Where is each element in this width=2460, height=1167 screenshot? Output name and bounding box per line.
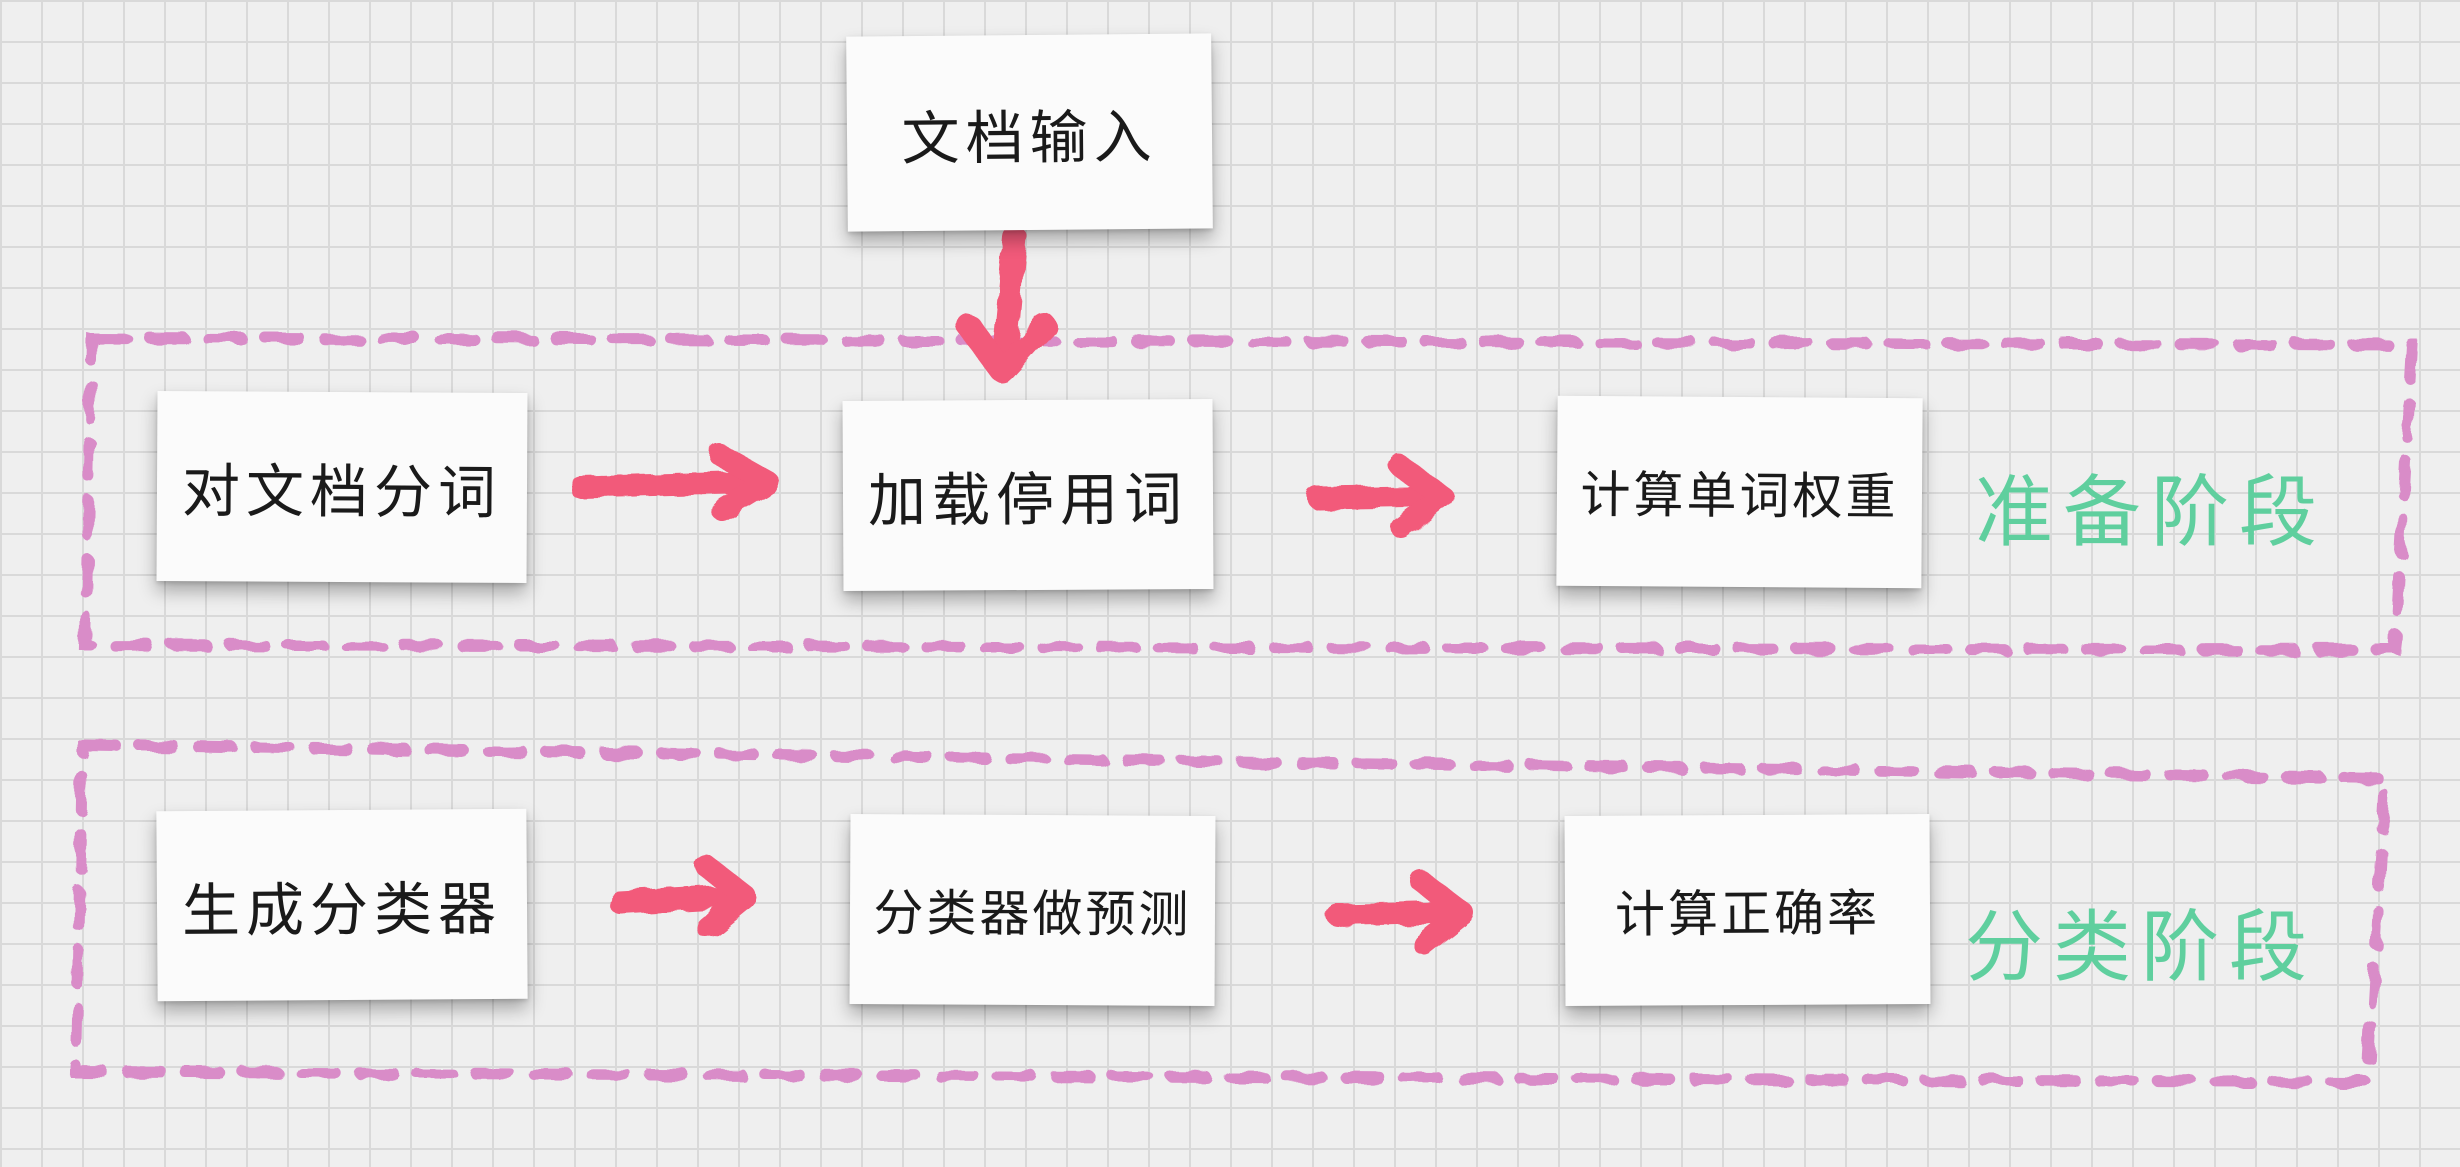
- node-document-input: 文档输入: [846, 33, 1213, 232]
- node-compute-word-weights: 计算单词权重: [1556, 395, 1923, 589]
- arrow-input-to-stopwords: [956, 226, 1057, 384]
- arrow-build-to-predict: [609, 855, 757, 939]
- node-compute-accuracy: 计算正确率: [1564, 814, 1931, 1006]
- node-compute-word-weights-label: 计算单词权重: [1580, 465, 1899, 527]
- arrow-stopwords-to-weights: [1307, 455, 1454, 539]
- node-load-stopwords-label: 加载停用词: [867, 465, 1189, 535]
- node-build-classifier: 生成分类器: [156, 808, 528, 1002]
- classify-stage-frame: [70, 739, 2391, 1088]
- node-segment-documents: 对文档分词: [156, 391, 528, 583]
- node-classifier-predict-label: 分类器做预测: [873, 884, 1192, 944]
- arrow-segment-to-stopwords: [569, 444, 779, 521]
- node-build-classifier-label: 生成分类器: [181, 874, 503, 946]
- node-segment-documents-label: 对文档分词: [181, 457, 503, 527]
- node-document-input-label: 文档输入: [901, 102, 1158, 173]
- stage-label-prepare: 准备阶段: [1975, 468, 2328, 558]
- stage-label-classify: 分类阶段: [1965, 903, 2318, 993]
- node-classifier-predict: 分类器做预测: [849, 814, 1216, 1006]
- node-load-stopwords: 加载停用词: [842, 399, 1214, 591]
- node-compute-accuracy-label: 计算正确率: [1614, 884, 1881, 944]
- arrow-predict-to-accuracy: [1326, 871, 1474, 955]
- prepare-stage-frame: [79, 332, 2418, 656]
